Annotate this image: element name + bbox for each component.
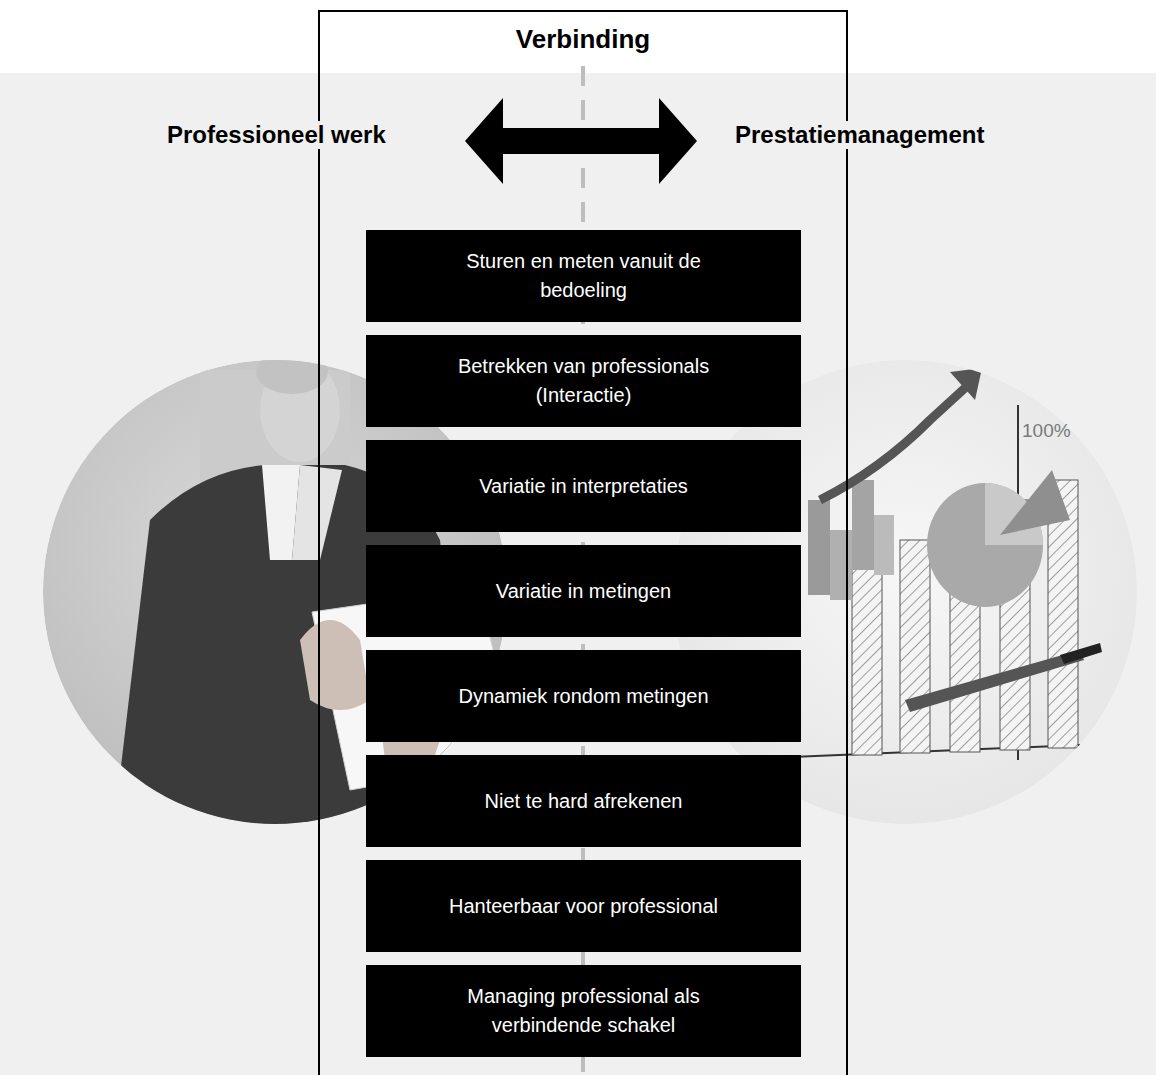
frame-title: Verbinding — [320, 24, 846, 55]
side-heading: Prestatiemanagement — [733, 121, 986, 149]
box-text: Sturen en meten vanuit de bedoeling — [424, 247, 743, 305]
principle-box: Variatie in metingen — [366, 545, 801, 637]
double-arrow — [465, 98, 697, 184]
principle-box: Variatie in interpretaties — [366, 440, 801, 532]
box-text: Hanteerbaar voor professional — [449, 892, 718, 921]
background-panel — [0, 73, 1156, 1075]
principle-box: Hanteerbaar voor professional — [366, 860, 801, 952]
principle-box: Sturen en meten vanuit de bedoeling — [366, 230, 801, 322]
side-heading: Professioneel werk — [165, 121, 388, 149]
principle-box: Betrekken van professionals (Interactie) — [366, 335, 801, 427]
box-text: Dynamiek rondom metingen — [458, 682, 708, 711]
box-text: Variatie in metingen — [496, 577, 671, 606]
connection-frame: VerbindingSturen en meten vanuit de bedo… — [318, 10, 848, 1075]
principle-box: Niet te hard afrekenen — [366, 755, 801, 847]
principle-box: Managing professional als verbindende sc… — [366, 965, 801, 1057]
percentage-label: 100% — [1020, 420, 1073, 442]
box-text: Betrekken van professionals (Interactie) — [424, 352, 743, 410]
box-text: Niet te hard afrekenen — [485, 787, 683, 816]
box-text: Managing professional als verbindende sc… — [424, 982, 743, 1040]
principle-box: Dynamiek rondom metingen — [366, 650, 801, 742]
box-text: Variatie in interpretaties — [479, 472, 688, 501]
